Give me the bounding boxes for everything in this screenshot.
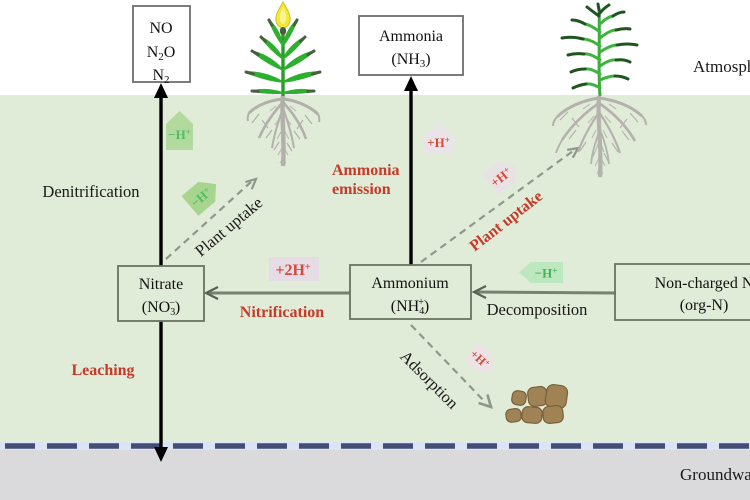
- svg-text:emission: emission: [332, 181, 391, 198]
- svg-text:Nitrate: Nitrate: [139, 276, 183, 293]
- svg-text:(NO3−): (NO3−): [142, 298, 180, 318]
- svg-text:N2O: N2O: [147, 44, 176, 63]
- svg-text:Nitrification: Nitrification: [240, 304, 325, 321]
- svg-text:Ammonia: Ammonia: [332, 162, 400, 179]
- svg-text:+H+: +H+: [427, 135, 450, 150]
- svg-text:Ammonia: Ammonia: [379, 28, 443, 45]
- svg-text:(org-N): (org-N): [680, 297, 729, 314]
- svg-text:Decomposition: Decomposition: [487, 300, 588, 319]
- svg-text:(NH3): (NH3): [391, 51, 430, 70]
- svg-text:Ammonium: Ammonium: [371, 275, 449, 292]
- svg-text:Denitrification: Denitrification: [42, 182, 139, 201]
- svg-text:+2H+: +2H+: [275, 262, 311, 279]
- svg-text:−H+: −H+: [535, 266, 558, 281]
- svg-text:Non-charged N: Non-charged N: [655, 275, 750, 292]
- svg-text:(NH4+): (NH4+): [391, 297, 429, 317]
- svg-text:Leaching: Leaching: [71, 362, 134, 379]
- svg-text:Atmosphere: Atmosphere: [693, 57, 750, 76]
- svg-text:Groundwater: Groundwater: [680, 465, 750, 484]
- svg-text:NO: NO: [149, 20, 172, 37]
- svg-text:−H+: −H+: [168, 127, 191, 142]
